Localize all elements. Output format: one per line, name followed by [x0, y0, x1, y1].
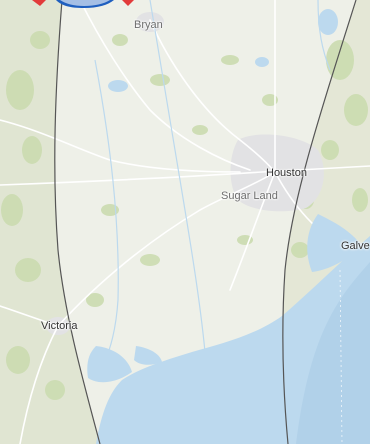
place-label-bryan: Bryan	[134, 19, 163, 31]
location-marker-icon	[32, 0, 134, 8]
boundary-line-east	[282, 0, 357, 444]
place-label-houston: Houston	[266, 167, 307, 179]
lakes	[108, 9, 338, 92]
place-label-sugar-land: Sugar Land	[221, 190, 278, 202]
rivers	[94, 0, 331, 361]
vegetation-patches	[1, 31, 368, 400]
place-label-galveston: Galve	[341, 240, 370, 252]
bays	[87, 214, 362, 383]
gulf-deep-water	[296, 262, 370, 444]
outside-region-west	[0, 0, 100, 444]
gulf-water	[96, 236, 370, 444]
place-label-victoria: Victoria	[41, 320, 78, 332]
shipping-lane	[339, 269, 343, 444]
boundary-line-west	[54, 0, 101, 444]
